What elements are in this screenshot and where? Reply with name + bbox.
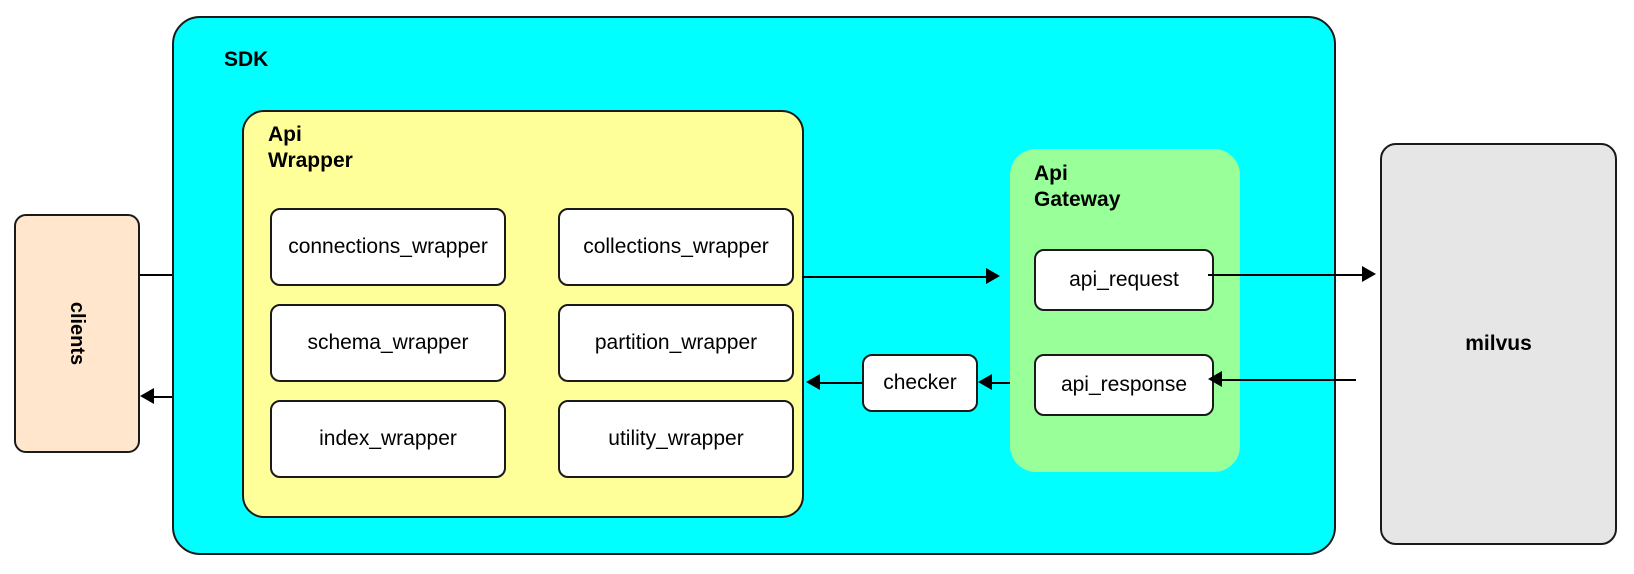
- api-wrapper-label-line1: Api: [268, 123, 302, 146]
- api-gateway-label-line1: Api: [1034, 162, 1068, 185]
- arrowhead-sdk-to-clients-icon: [140, 388, 154, 404]
- api-response-node[interactable]: api_response: [1034, 354, 1214, 416]
- sdk-label: SDK: [224, 48, 269, 71]
- module-label: partition_wrapper: [594, 331, 758, 354]
- module-connections-wrapper[interactable]: connections_wrapper: [270, 208, 506, 286]
- arrow-checker-to-api-wrapper: [818, 382, 862, 384]
- api-gateway-label-line2: Gateway: [1034, 187, 1121, 211]
- checker-node[interactable]: checker: [862, 354, 978, 412]
- module-label: collections_wrapper: [583, 235, 769, 258]
- arrowhead-checker-to-api-wrapper-icon: [806, 374, 820, 390]
- milvus-label: milvus: [1465, 332, 1532, 355]
- api-request-label: api_request: [1069, 268, 1179, 291]
- arrowhead-api-response-to-checker-icon: [978, 374, 992, 390]
- module-label: schema_wrapper: [307, 331, 469, 354]
- arrow-api-wrapper-to-api-gateway: [802, 276, 990, 278]
- module-label: connections_wrapper: [288, 235, 488, 258]
- clients-node[interactable]: clients: [14, 214, 140, 453]
- clients-label: clients: [66, 301, 89, 366]
- module-index-wrapper[interactable]: index_wrapper: [270, 400, 506, 478]
- checker-label: checker: [883, 371, 957, 394]
- module-label: index_wrapper: [319, 427, 457, 450]
- arrowhead-api-wrapper-to-api-gateway-icon: [986, 268, 1000, 284]
- api-wrapper-label-line2: Wrapper: [268, 148, 353, 172]
- api-request-node[interactable]: api_request: [1034, 249, 1214, 311]
- module-partition-wrapper[interactable]: partition_wrapper: [558, 304, 794, 382]
- arrow-milvus-to-api-response: [1220, 379, 1356, 381]
- arrow-api-request-to-milvus: [1208, 274, 1366, 276]
- module-collections-wrapper[interactable]: collections_wrapper: [558, 208, 794, 286]
- api-response-label: api_response: [1060, 373, 1188, 396]
- module-schema-wrapper[interactable]: schema_wrapper: [270, 304, 506, 382]
- module-label: utility_wrapper: [608, 427, 744, 450]
- arrowhead-milvus-to-api-response-icon: [1208, 371, 1222, 387]
- arrowhead-api-request-to-milvus-icon: [1362, 266, 1376, 282]
- module-utility-wrapper[interactable]: utility_wrapper: [558, 400, 794, 478]
- milvus-node[interactable]: milvus: [1380, 143, 1617, 545]
